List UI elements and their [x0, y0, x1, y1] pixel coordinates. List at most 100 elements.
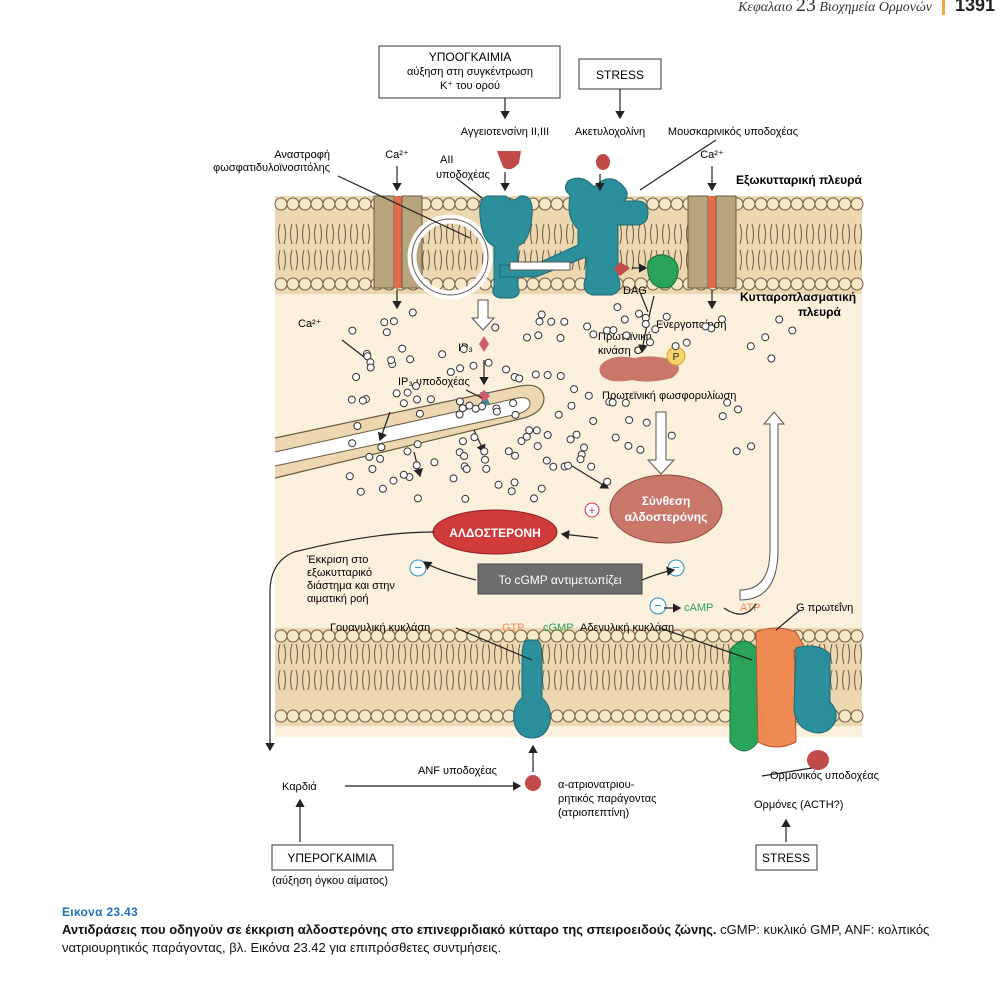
- calcium-ion: [352, 373, 361, 381]
- calcium-ion: [584, 391, 593, 400]
- calcium-ion: [502, 365, 510, 374]
- aii-receptor-label-1: AII: [440, 154, 453, 166]
- calcium-ion: [554, 410, 563, 419]
- lipid-head: [838, 197, 852, 211]
- lipid-head: [814, 197, 828, 211]
- pathway-arrows: [265, 89, 813, 842]
- calcium-ion: [651, 325, 660, 334]
- lipid-head: [286, 197, 300, 211]
- calcium-ion: [426, 395, 435, 404]
- muscarinic-receptor: [499, 177, 649, 296]
- lipid-head: [538, 197, 552, 211]
- plus-sign: [584, 502, 600, 518]
- lipid-head: [454, 197, 468, 211]
- anf-ligand: [525, 775, 541, 791]
- lipid-head: [838, 709, 852, 723]
- lipid-head: [430, 709, 444, 723]
- calcium-ion: [461, 494, 470, 503]
- lipid-head: [766, 277, 780, 291]
- lipid-head: [310, 709, 324, 723]
- page-header: Κεφαλαιο 23 Βιοχημεία Ορμονών 1391: [738, 0, 995, 16]
- calcium-ion: [530, 494, 538, 503]
- lipid-head: [850, 197, 864, 211]
- lipid-head: [442, 197, 456, 211]
- lipid-head: [658, 197, 672, 211]
- lipid-head: [442, 629, 456, 643]
- lipid-head: [598, 709, 612, 723]
- calcium-ion: [347, 395, 356, 404]
- calcium-ion: [408, 308, 417, 317]
- lipid-head: [466, 709, 480, 723]
- lipid-head: [310, 277, 324, 291]
- cgmp-counter-box: [477, 563, 643, 595]
- calcium-ion: [358, 396, 367, 405]
- aii-receptor-label-2: υποδοχέας: [436, 169, 490, 181]
- pi-turnover-label-2: φωσφατιδυλοϊνοσιτόλης: [213, 162, 330, 174]
- calcium-ion: [517, 437, 526, 446]
- lipid-head: [334, 709, 348, 723]
- calcium-ion: [587, 462, 596, 471]
- calcium-ion: [398, 344, 407, 353]
- inhibition-signs: − − −: [409, 559, 685, 615]
- ca-inner-label: Ca²⁺: [298, 318, 322, 330]
- lipid-head: [826, 277, 840, 291]
- calcium-ion: [621, 398, 630, 407]
- calcium-ion: [603, 477, 612, 486]
- calcium-ion: [412, 382, 420, 390]
- calcium-ion: [556, 334, 565, 342]
- hormones-label: Ορμόνες (ACTH?): [754, 799, 843, 811]
- calcium-ion: [470, 433, 479, 442]
- calcium-ion: [366, 363, 375, 372]
- calcium-ion: [543, 371, 552, 379]
- lipid-head: [838, 277, 852, 291]
- lipid-head: [322, 277, 336, 291]
- calcium-ion: [345, 472, 354, 481]
- muscarinic-label: Μουσκαρινικός υποδοχέας: [668, 126, 798, 138]
- anf-receptor-label: ANF υποδοχέας: [418, 765, 497, 777]
- lipid-head: [538, 277, 552, 291]
- lipid-head: [550, 709, 564, 723]
- lipid-head: [778, 197, 792, 211]
- lipid-head: [298, 709, 312, 723]
- aldosterone-secretion-diagram: P Σύνθεση αλδοστερόνης ΑΛΔΟΣΤΕΡΟΝΗ Το cG…: [213, 45, 879, 887]
- calcium-ion: [746, 342, 755, 351]
- lipid-head: [274, 197, 288, 211]
- g-protein-complex: [729, 627, 837, 770]
- calcium-ion: [662, 312, 671, 321]
- calcium-ion: [465, 401, 474, 410]
- ip3-receptor-label: IP₃ υποδοχέας: [398, 376, 470, 388]
- lipid-head: [670, 197, 684, 211]
- ip3-diamond-icon: [479, 336, 489, 352]
- calcium-ion: [399, 470, 408, 479]
- chapter-prefix: Κεφαλαιο: [738, 0, 793, 15]
- calcium-ion: [504, 447, 513, 456]
- lipid-head: [790, 197, 804, 211]
- stress-top-box: [578, 58, 662, 90]
- calcium-ion: [761, 333, 770, 342]
- calcium-ion: [449, 474, 458, 483]
- calcium-ion: [484, 358, 493, 367]
- calcium-ion: [622, 331, 631, 340]
- hypokalemia-line2: αύξηση στη συγκέντρωση: [407, 66, 533, 78]
- lipid-head: [370, 709, 384, 723]
- chapter-running-head: Κεφαλαιο 23 Βιοχημεία Ορμονών: [738, 0, 932, 17]
- lipid-head: [682, 709, 696, 723]
- lipid-head: [286, 277, 300, 291]
- lipid-head: [802, 197, 816, 211]
- lipid-head: [346, 197, 360, 211]
- calcium-ion: [511, 410, 520, 419]
- ip3-bound-icon: [478, 390, 490, 402]
- calcium-ion: [387, 356, 396, 365]
- calcium-ion: [413, 440, 422, 449]
- calcium-ion: [509, 399, 518, 408]
- lipid-head: [346, 277, 360, 291]
- calcium-ion: [542, 456, 551, 465]
- lipid-head: [814, 277, 828, 291]
- calcium-ion: [636, 445, 645, 454]
- calcium-ion: [507, 487, 516, 496]
- lipid-head: [718, 629, 732, 643]
- chapter-title: Βιοχημεία Ορμονών: [819, 0, 932, 15]
- lipid-head: [742, 629, 756, 643]
- secretion-label-2: εξωκυτταρικό: [307, 567, 372, 579]
- activation-label: Ενεργοποίηση: [656, 319, 726, 331]
